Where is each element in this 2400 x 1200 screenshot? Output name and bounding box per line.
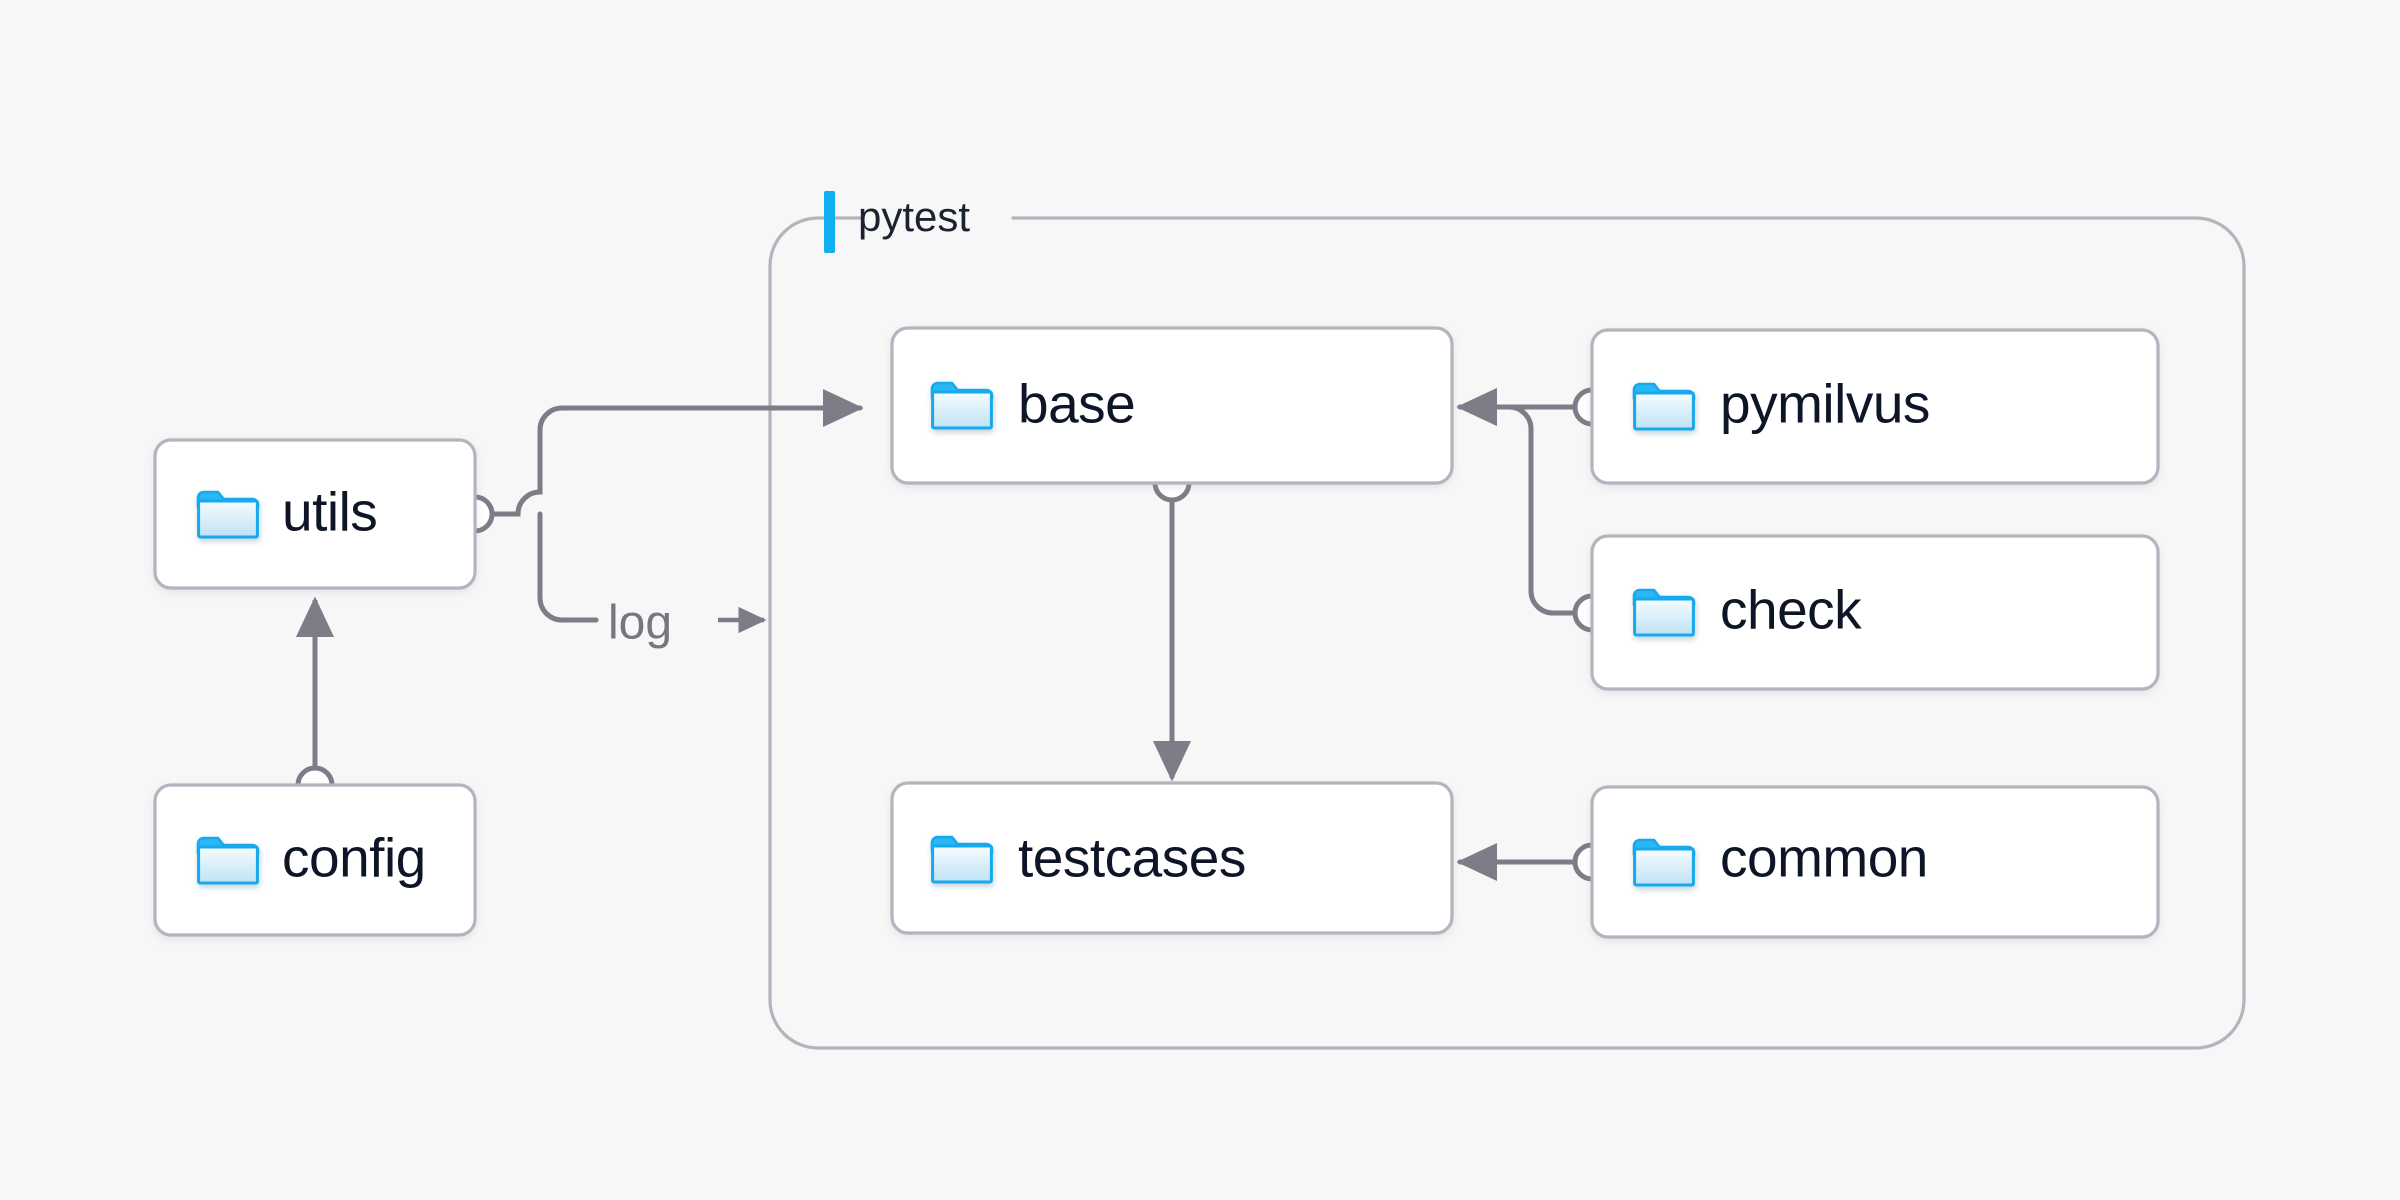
node-box bbox=[1590, 534, 2160, 691]
folder-icon bbox=[1632, 382, 1696, 431]
edge-line bbox=[1456, 387, 1578, 616]
edge-config-to-utils[interactable] bbox=[295, 596, 335, 805]
node-label: pymilvus bbox=[1720, 373, 1930, 435]
node-box bbox=[1590, 328, 2160, 485]
group-pytest[interactable]: pytest bbox=[768, 191, 2246, 1050]
node-pymilvus[interactable]: pymilvus bbox=[1590, 328, 2160, 485]
node-box bbox=[153, 783, 477, 937]
node-box bbox=[1590, 785, 2160, 939]
node-utils[interactable]: utils bbox=[153, 438, 477, 590]
node-box bbox=[890, 326, 1454, 485]
edge-line bbox=[537, 511, 599, 623]
folder-icon bbox=[196, 836, 260, 885]
node-label: common bbox=[1720, 827, 1928, 889]
edge-label-log: log bbox=[608, 597, 672, 650]
edge-utils-to-log[interactable]: log bbox=[537, 511, 767, 650]
edge-utils-to-base[interactable] bbox=[489, 388, 864, 517]
node-label: utils bbox=[282, 481, 377, 543]
node-common[interactable]: common bbox=[1590, 785, 2160, 939]
edge-check-to-base[interactable] bbox=[1456, 387, 1612, 633]
folder-icon bbox=[930, 381, 994, 430]
group-label: pytest bbox=[858, 193, 970, 240]
node-base[interactable]: base bbox=[890, 326, 1454, 485]
node-check[interactable]: check bbox=[1590, 534, 2160, 691]
node-config[interactable]: config bbox=[153, 783, 477, 937]
folder-icon bbox=[1632, 838, 1696, 887]
node-box bbox=[890, 781, 1454, 935]
group-border bbox=[768, 216, 2246, 1050]
folder-icon bbox=[196, 490, 260, 539]
node-label: config bbox=[282, 827, 426, 889]
group-accent-bar bbox=[824, 191, 835, 253]
node-testcases[interactable]: testcases bbox=[890, 781, 1454, 935]
edge-common-to-testcases[interactable] bbox=[1456, 842, 1612, 882]
node-box bbox=[153, 438, 477, 590]
edge-base-to-testcases[interactable] bbox=[1152, 463, 1192, 782]
node-label: check bbox=[1720, 579, 1862, 641]
folder-icon bbox=[1632, 588, 1696, 637]
edge-line bbox=[489, 388, 864, 517]
folder-icon bbox=[930, 835, 994, 884]
node-label: base bbox=[1018, 373, 1135, 435]
node-label: testcases bbox=[1018, 827, 1246, 889]
